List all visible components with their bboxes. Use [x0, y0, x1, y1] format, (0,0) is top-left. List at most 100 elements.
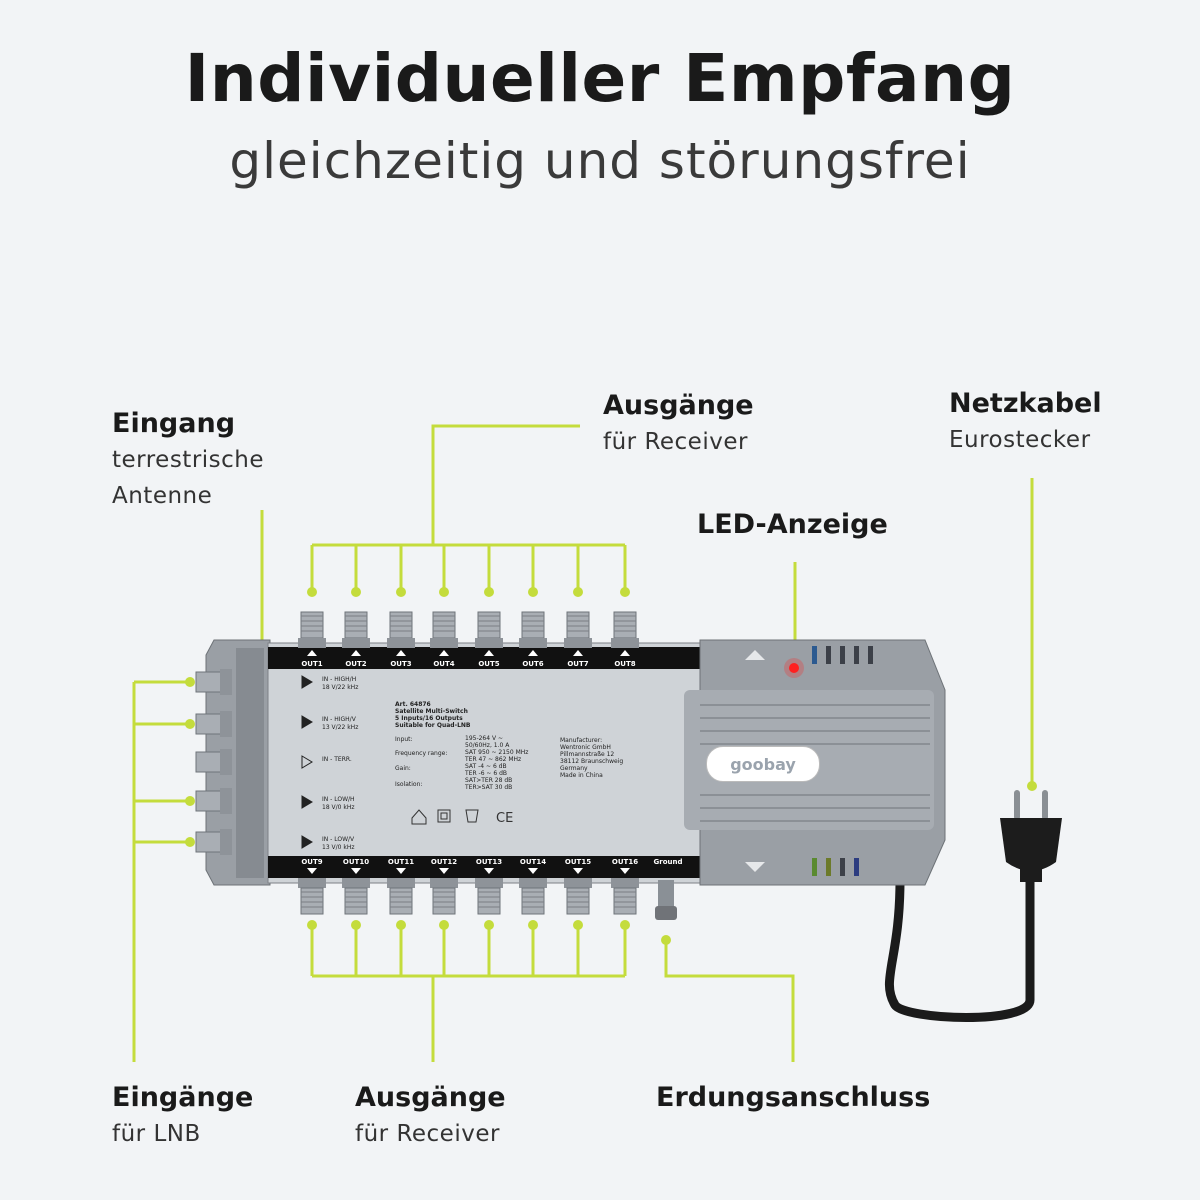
plate-spec-key: Frequency range:: [395, 750, 447, 757]
input-f-connector: [195, 669, 232, 695]
bottom-port-label: OUT14: [520, 858, 546, 866]
top-port-label: OUT7: [567, 660, 588, 668]
plate-manufacturer-line: Wentronic GmbH: [560, 744, 611, 751]
port-arrow-icon: [396, 868, 406, 874]
anchor-dot: [573, 587, 583, 597]
f-connector: [564, 611, 592, 648]
plate-head-line: Satellite Multi-Switch: [395, 708, 468, 715]
leader-lines: [132, 424, 1034, 1062]
input-spec: 18 V/0 kHz: [322, 804, 355, 811]
plate-spec-value: 195-264 V ~: [465, 735, 503, 742]
port-arrow-icon: [396, 650, 406, 656]
indoor-use-icon: [411, 809, 427, 825]
bottom-port-label: OUT16: [612, 858, 638, 866]
top-port-label: OUT6: [522, 660, 543, 668]
f-connector: [475, 611, 503, 648]
callout-erdung-heading: Erdungsanschluss: [656, 1082, 931, 1113]
top-port-label: OUT3: [390, 660, 411, 668]
top-port-label: OUT8: [614, 660, 635, 668]
bottom-port-label: OUT13: [476, 858, 502, 866]
plate-spec-key: Input:: [395, 736, 413, 743]
plate-head-line: 5 Inputs/16 Outputs: [395, 715, 463, 722]
anchor-dot: [620, 920, 630, 930]
bottom-port-label: OUT15: [565, 858, 591, 866]
callout-netzkabel-heading: Netzkabel: [949, 388, 1102, 419]
ground-terminal: [655, 880, 677, 920]
callout-erdung: Erdungsanschluss: [656, 1080, 930, 1116]
anchor-dot: [351, 920, 361, 930]
callout-netzkabel-sub: Eurostecker: [949, 427, 1091, 453]
f-connector: [611, 611, 639, 648]
input-connectors: [195, 669, 232, 855]
f-connector: [387, 611, 415, 648]
plate-spec-value: SAT>TER 28 dB: [465, 777, 512, 784]
brand-logo: goobay: [706, 746, 820, 782]
top-port-label: OUT5: [478, 660, 499, 668]
callout-eingaenge-heading: Eingänge: [112, 1082, 254, 1113]
port-arrow-icon: [484, 868, 494, 874]
plate-head-line: Suitable for Quad-LNB: [395, 722, 471, 729]
anchor-dot: [396, 587, 406, 597]
callout-ausgaenge-bottom: Ausgänge für Receiver: [355, 1080, 506, 1152]
plate-spec-value: TER>SAT 30 dB: [464, 784, 512, 791]
f-connector: [564, 878, 592, 915]
input-arrow-icon: [301, 675, 313, 689]
bottom-port-label: OUT11: [388, 858, 414, 866]
callout-eingang-line1: terrestrische: [112, 447, 265, 473]
f-connector: [342, 611, 370, 648]
input-spec: 13 V/0 kHz: [322, 844, 355, 851]
ce-mark: CE: [496, 811, 513, 826]
anchor-dot: [1027, 781, 1037, 791]
anchor-dot: [528, 920, 538, 930]
port-arrow-icon: [351, 868, 361, 874]
callout-ausgaenge-top-sub: für Receiver: [603, 429, 748, 455]
f-connector: [342, 878, 370, 915]
input-f-connector: [195, 711, 232, 737]
anchor-dot: [185, 719, 195, 729]
anchor-dot: [484, 920, 494, 930]
led-glow: [784, 658, 804, 678]
input-name: IN - HIGH/H: [322, 676, 356, 683]
plate-spec-value: TER -6 ~ 6 dB: [464, 770, 507, 777]
plate-spec-value: SAT -4 ~ 6 dB: [465, 763, 507, 770]
f-connector: [430, 878, 458, 915]
anchor-dot: [307, 920, 317, 930]
double-insulation-inner: [440, 812, 448, 820]
input-name: IN - LOW/V: [322, 836, 355, 843]
anchor-dot: [307, 587, 317, 597]
callout-eingang: Eingang terrestrische Antenne: [112, 406, 264, 514]
input-f-connector: [195, 788, 232, 814]
port-arrow-icon: [439, 650, 449, 656]
callout-ausgaenge-bottom-sub: für Receiver: [355, 1121, 500, 1147]
anchor-dot: [439, 587, 449, 597]
led-indicator: [789, 663, 799, 673]
callout-ausgaenge-top-heading: Ausgänge: [603, 390, 754, 421]
input-f-connector: [195, 829, 232, 855]
plate-manufacturer-line: Manufacturer:: [560, 737, 602, 744]
callout-netzkabel: Netzkabel Eurostecker: [949, 386, 1102, 458]
plate-manufacturer-line: Made in China: [560, 772, 603, 779]
f-connector: [430, 611, 458, 648]
plate-manufacturer-line: 38112 Braunschweig: [560, 758, 623, 765]
anchor-dot: [396, 920, 406, 930]
plate-spec-value: SAT 950 ~ 2150 MHz: [465, 749, 528, 756]
bottom-port-bar: [268, 856, 700, 878]
power-cable: [884, 875, 1035, 1022]
f-connector: [298, 878, 326, 915]
port-arrow-icon: [307, 650, 317, 656]
plate-manufacturer-line: Pillmannstraße 12: [560, 751, 614, 758]
input-spec: 18 V/22 kHz: [322, 684, 358, 691]
top-port-label: OUT4: [433, 660, 454, 668]
top-port-label: OUT1: [301, 660, 322, 668]
input-f-connector: [195, 749, 232, 775]
anchor-dot: [439, 920, 449, 930]
top-connectors: [298, 611, 639, 648]
callout-ausgaenge-top: Ausgänge für Receiver: [603, 388, 754, 460]
callout-eingaenge: Eingänge für LNB: [112, 1080, 253, 1152]
callout-ausgaenge-bottom-heading: Ausgänge: [355, 1082, 506, 1113]
f-connector: [611, 878, 639, 915]
top-port-bar: [268, 647, 700, 669]
callout-eingaenge-sub: für LNB: [112, 1121, 201, 1147]
input-name: IN - HIGH/V: [322, 716, 357, 723]
anchor-dot: [484, 587, 494, 597]
